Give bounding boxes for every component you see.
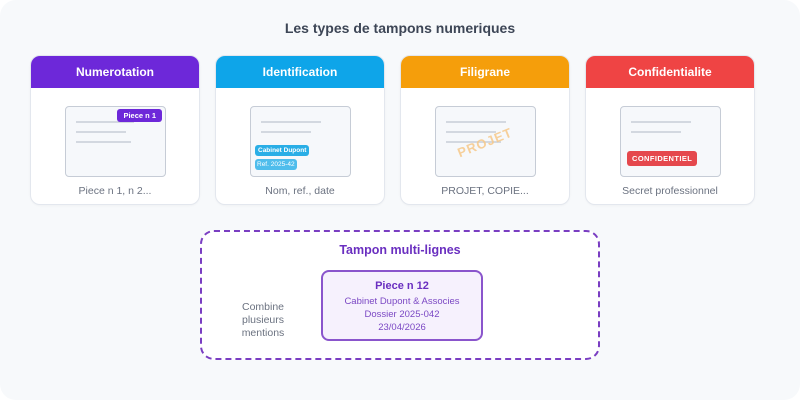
text-line bbox=[446, 121, 506, 123]
card-caption: PROJET, COPIE... bbox=[441, 185, 529, 197]
note-line: Combine bbox=[241, 301, 285, 313]
card-header: Confidentialite bbox=[586, 56, 754, 88]
confidential-badge: CONFIDENTIEL bbox=[627, 151, 698, 166]
reference-badge: Ref. 2025-42 bbox=[255, 159, 297, 170]
document-preview: Piece n 1 bbox=[65, 106, 166, 177]
text-line bbox=[446, 141, 501, 143]
diagram-title: Les types de tampons numeriques bbox=[284, 20, 516, 36]
text-line bbox=[76, 131, 126, 133]
card-header: Filigrane bbox=[401, 56, 569, 88]
card-confidentialite: Confidentialite CONFIDENTIEL Secret prof… bbox=[585, 55, 755, 205]
document-preview: PROJET bbox=[435, 106, 536, 177]
multi-line-stamp-panel: Tampon multi-lignes Combine plusieurs me… bbox=[200, 230, 600, 360]
text-line bbox=[76, 121, 134, 123]
card-caption: Nom, ref., date bbox=[265, 185, 335, 197]
card-caption: Secret professionnel bbox=[622, 185, 718, 197]
identity-badge: Cabinet Dupont bbox=[255, 145, 310, 156]
text-line bbox=[446, 131, 496, 133]
stamp-example: Piece n 12 Cabinet Dupont & Associes Dos… bbox=[321, 270, 483, 341]
stamp-line: Dossier 2025-042 bbox=[364, 309, 440, 320]
text-line bbox=[631, 131, 681, 133]
card-header: Numerotation bbox=[31, 56, 199, 88]
note-line: plusieurs bbox=[241, 314, 285, 326]
stamp-line: 23/04/2026 bbox=[378, 322, 426, 333]
card-caption: Piece n 1, n 2... bbox=[78, 185, 152, 197]
card-numerotation: Numerotation Piece n 1 Piece n 1, n 2... bbox=[30, 55, 200, 205]
multi-line-note: Combine plusieurs mentions bbox=[228, 301, 298, 340]
text-line bbox=[631, 121, 691, 123]
text-line bbox=[261, 121, 321, 123]
page-number-badge: Piece n 1 bbox=[117, 109, 162, 122]
document-preview: Cabinet Dupont Ref. 2025-42 bbox=[250, 106, 351, 177]
card-filigrane: Filigrane PROJET PROJET, COPIE... bbox=[400, 55, 570, 205]
multi-line-title: Tampon multi-lignes bbox=[339, 243, 461, 257]
stamp-line: Cabinet Dupont & Associes bbox=[344, 296, 460, 307]
card-header: Identification bbox=[216, 56, 384, 88]
text-line bbox=[261, 131, 311, 133]
note-line: mentions bbox=[241, 327, 285, 339]
document-preview: CONFIDENTIEL bbox=[620, 106, 721, 177]
text-line bbox=[76, 141, 131, 143]
stamp-title: Piece n 12 bbox=[375, 280, 429, 292]
card-identification: Identification Cabinet Dupont Ref. 2025-… bbox=[215, 55, 385, 205]
